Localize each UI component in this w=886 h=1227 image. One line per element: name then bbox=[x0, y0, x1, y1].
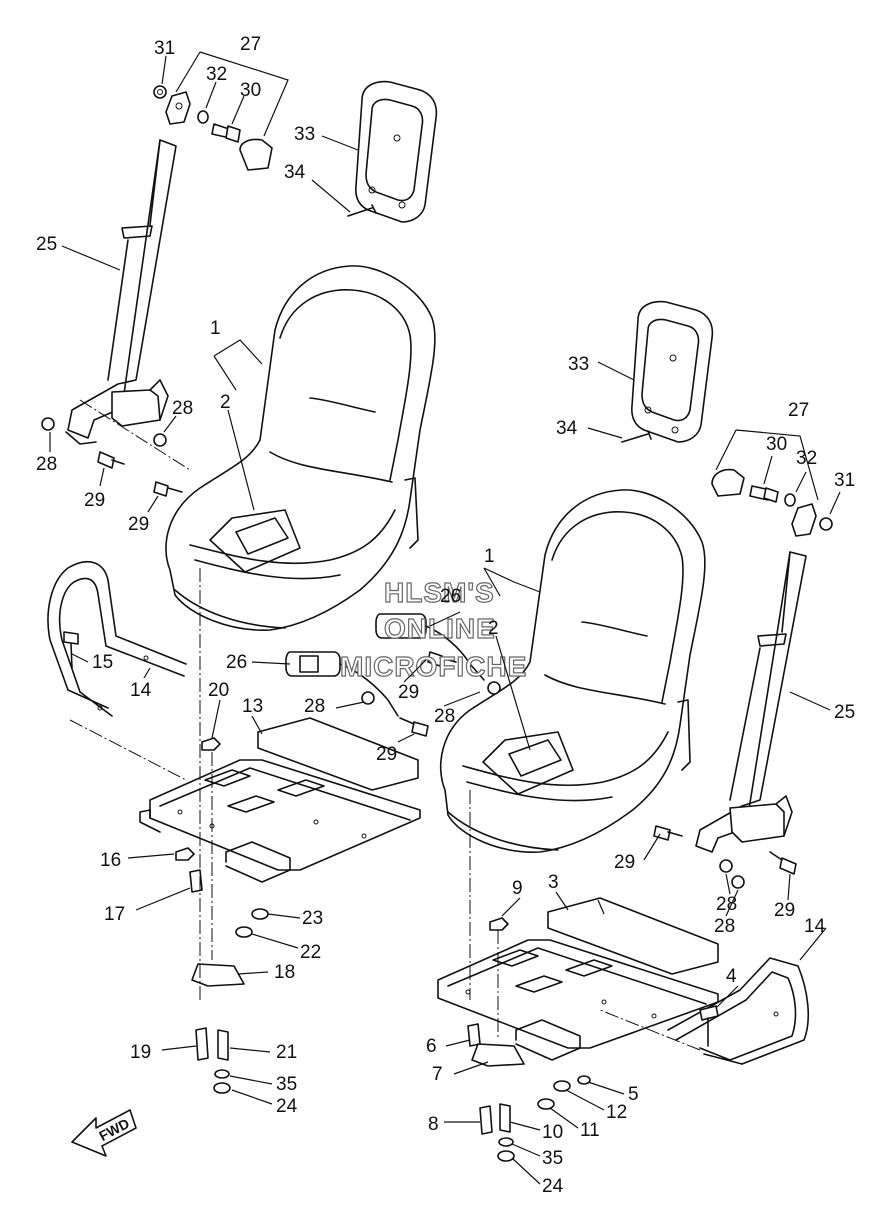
left-belt-anchor-27 bbox=[153, 85, 273, 171]
callout-29-center-b: 29 bbox=[376, 744, 397, 765]
callout-8: 8 bbox=[428, 1114, 439, 1135]
callout-17: 17 bbox=[104, 904, 125, 925]
callout-29-right-a: 29 bbox=[614, 852, 635, 873]
callout-9: 9 bbox=[512, 878, 523, 899]
callout-32-right: 32 bbox=[796, 448, 817, 469]
callout-34-left: 34 bbox=[284, 162, 306, 183]
callout-4: 4 bbox=[726, 966, 737, 987]
callout-28-center-a: 28 bbox=[304, 696, 325, 717]
callout-27-left: 27 bbox=[240, 34, 261, 55]
callout-23: 23 bbox=[302, 908, 323, 929]
callout-12: 12 bbox=[606, 1102, 627, 1123]
callout-35-right: 35 bbox=[542, 1148, 563, 1169]
callout-30-left: 30 bbox=[240, 80, 261, 101]
callout-14-left: 14 bbox=[130, 680, 152, 701]
callout-16: 16 bbox=[100, 850, 121, 871]
callout-3: 3 bbox=[548, 872, 559, 893]
callout-28-left-b: 28 bbox=[36, 454, 57, 475]
callout-29-left-b: 29 bbox=[128, 514, 149, 535]
callout-29-left-a: 29 bbox=[84, 490, 105, 511]
callout-28-right-b: 28 bbox=[714, 916, 735, 937]
callout-30-right: 30 bbox=[766, 434, 787, 455]
callout-31-left: 31 bbox=[154, 38, 175, 59]
callout-29-center-a: 29 bbox=[398, 682, 419, 703]
callout-24-right: 24 bbox=[542, 1176, 564, 1197]
callout-20: 20 bbox=[208, 680, 229, 701]
callout-14-right: 14 bbox=[804, 916, 826, 937]
left-seat bbox=[165, 265, 436, 631]
callout-22: 22 bbox=[300, 942, 321, 963]
callout-11: 11 bbox=[580, 1120, 600, 1141]
callout-28-right-a: 28 bbox=[716, 894, 737, 915]
right-base-hardware bbox=[467, 917, 591, 1162]
right-belt-anchor-27 bbox=[711, 468, 833, 537]
callout-2-right: 2 bbox=[488, 618, 499, 639]
watermark: HLSM'S ONLINE MICROFICHE bbox=[339, 576, 527, 682]
callout-32-left: 32 bbox=[206, 64, 227, 85]
right-belt-bolts bbox=[653, 825, 797, 889]
callout-25-right: 25 bbox=[834, 702, 855, 723]
callout-33-left: 33 bbox=[294, 124, 315, 145]
callout-5: 5 bbox=[628, 1084, 639, 1105]
callout-25-left: 25 bbox=[36, 234, 57, 255]
callout-2-left: 2 bbox=[220, 392, 231, 413]
right-rivet bbox=[621, 430, 652, 443]
callout-10: 10 bbox=[542, 1122, 563, 1143]
right-seat-belt bbox=[695, 551, 807, 853]
left-seat-base bbox=[139, 717, 421, 883]
callout-15: 15 bbox=[92, 652, 113, 673]
right-handrail bbox=[667, 957, 810, 1065]
fwd-arrow: FWD bbox=[71, 1109, 137, 1157]
left-headrest-pad bbox=[355, 80, 438, 223]
callout-26-left: 26 bbox=[226, 652, 247, 673]
callout-27-right: 27 bbox=[788, 400, 809, 421]
assembly-lines bbox=[69, 399, 701, 1051]
callout-1-left: 1 bbox=[210, 318, 221, 339]
right-buckle bbox=[375, 613, 501, 737]
callout-7: 7 bbox=[432, 1064, 443, 1085]
callout-21: 21 bbox=[276, 1042, 297, 1063]
callout-35-left: 35 bbox=[276, 1074, 297, 1095]
callout-24-left: 24 bbox=[276, 1096, 298, 1117]
callout-13: 13 bbox=[242, 696, 263, 717]
callout-28-left-a: 28 bbox=[172, 398, 193, 419]
callout-31-right: 31 bbox=[834, 470, 855, 491]
callout-labels: 31 27 32 30 33 34 25 1 2 28 28 29 29 33 … bbox=[36, 34, 855, 1197]
watermark-line-3: MICROFICHE bbox=[340, 651, 527, 682]
callout-1-right: 1 bbox=[484, 546, 495, 567]
leader-lines bbox=[49, 51, 841, 1185]
callout-19: 19 bbox=[130, 1042, 151, 1063]
callout-34-right: 34 bbox=[556, 418, 578, 439]
right-headrest-pad bbox=[631, 300, 714, 443]
watermark-line-2: ONLINE bbox=[384, 613, 496, 644]
left-base-hardware bbox=[175, 737, 269, 1094]
right-seat-base bbox=[437, 897, 719, 1061]
callout-33-right: 33 bbox=[568, 354, 589, 375]
left-belt-bolts bbox=[41, 417, 183, 497]
callout-26-right: 26 bbox=[440, 586, 461, 607]
left-seat-belt bbox=[65, 139, 177, 445]
callout-29-right-b: 29 bbox=[774, 900, 795, 921]
callout-6: 6 bbox=[426, 1036, 437, 1057]
left-handrail bbox=[47, 560, 187, 717]
left-buckle bbox=[285, 651, 399, 717]
left-rivet bbox=[347, 204, 377, 217]
callout-28-center-b: 28 bbox=[434, 706, 455, 727]
callout-18: 18 bbox=[274, 962, 295, 983]
watermark-line-1: HLSM'S bbox=[384, 577, 495, 608]
right-seat bbox=[439, 489, 706, 853]
